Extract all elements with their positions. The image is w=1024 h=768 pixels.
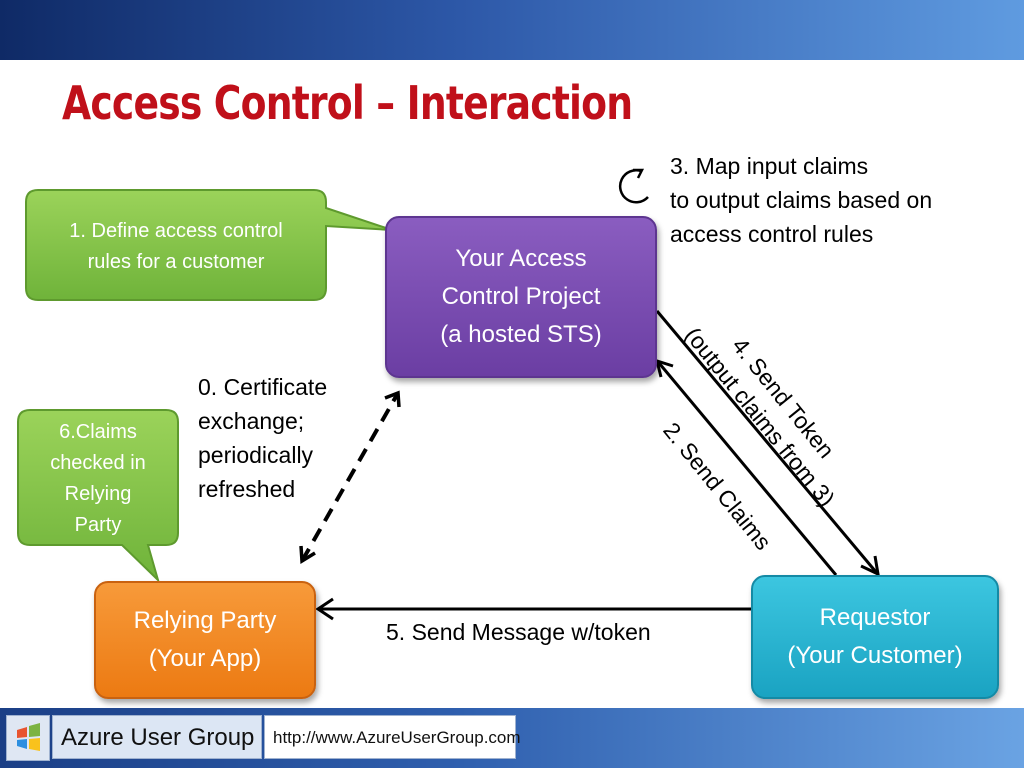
footer-url-link[interactable]: http://www.AzureUserGroup.com: [264, 715, 521, 759]
callout-claims-checked-text: 6.Claims checked in Relying Party: [50, 421, 146, 536]
top-banner: [0, 0, 1024, 60]
relying-party-node: Relying Party (Your App): [94, 581, 316, 699]
send-message-arrowhead: [315, 597, 334, 621]
send-token-arrowhead: [860, 555, 880, 577]
send-claims-arrowhead: [654, 358, 674, 378]
send-claims-arrow: [657, 362, 838, 576]
access-control-project-node: Your Access Control Project (a hosted ST…: [385, 216, 657, 378]
send-token-arrow: [655, 310, 878, 573]
windows-logo-icon: [6, 715, 50, 761]
callout-define-rules-text: 1. Define access control rules for a cus…: [69, 220, 283, 273]
certificate-arrowhead-bottom: [299, 545, 316, 565]
step-0-certificate-label: 0. Certificate exchange; periodically re…: [198, 374, 328, 502]
callout-claims-checked-shape: [17, 409, 179, 584]
callout-define-rules-shape: [25, 189, 393, 301]
certificate-exchange-arrow: [300, 392, 400, 562]
requestor-node: Requestor (Your Customer): [751, 575, 999, 699]
step-3-map-claims-label: 3. Map input claims to output claims bas…: [670, 153, 933, 247]
footer-brand: Azure User Group: [52, 715, 262, 759]
certificate-arrowhead-top: [384, 390, 401, 408]
refresh-cycle-icon: [618, 168, 649, 204]
step-5-send-message-label: 5. Send Message w/token: [386, 619, 651, 645]
slide-title: Access Control – Interaction: [62, 76, 633, 130]
